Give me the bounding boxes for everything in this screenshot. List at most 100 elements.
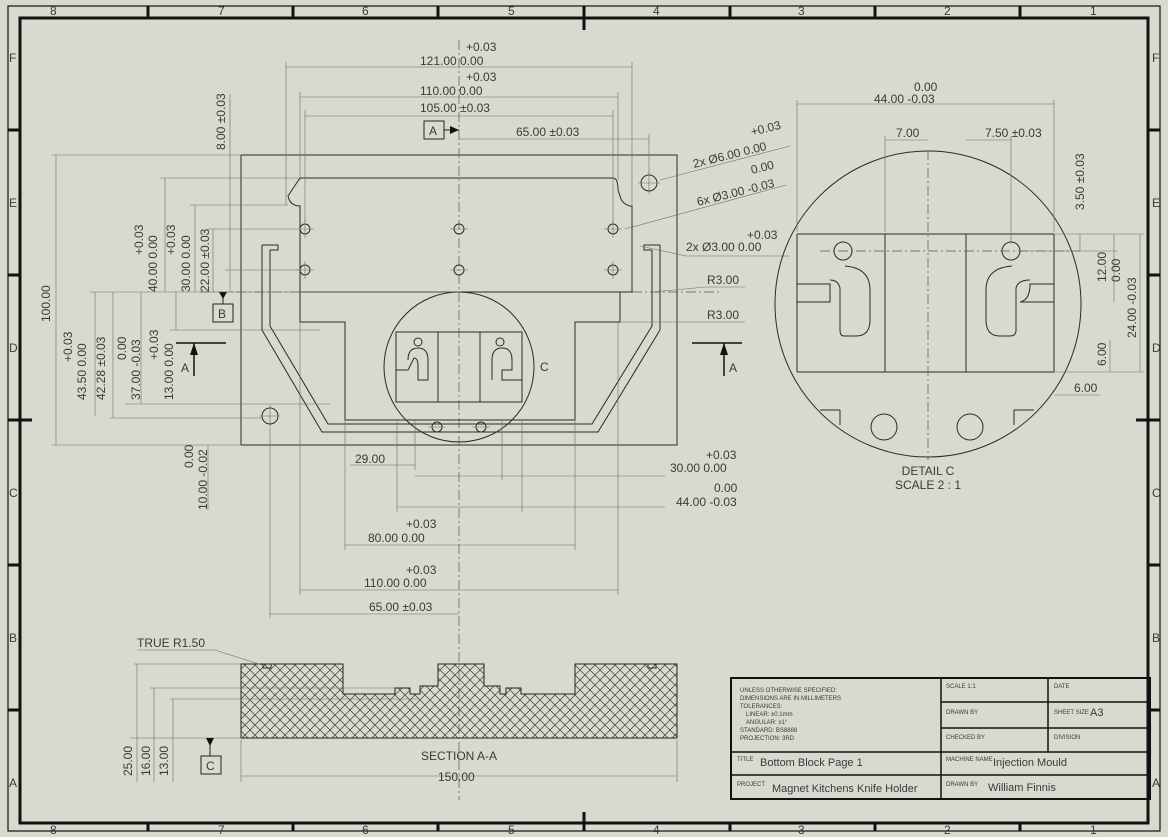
col-label: 8	[50, 4, 57, 18]
section-dim-width: 150.00	[438, 770, 475, 784]
svg-text:0.00: 0.00	[714, 481, 738, 495]
section-title: SECTION A-A	[421, 749, 497, 763]
machine-name: Injection Mould	[993, 757, 1067, 769]
svg-text:16.00: 16.00	[139, 746, 153, 776]
drawing-title: Bottom Block Page 1	[760, 757, 863, 769]
col-label: 4	[653, 4, 660, 18]
svg-text:SHEET SIZE: SHEET SIZE	[1054, 710, 1089, 716]
svg-text:6.00: 6.00	[1095, 342, 1109, 366]
svg-text:10.00 -0.02: 10.00 -0.02	[196, 449, 210, 510]
svg-text:CHECKED BY: CHECKED BY	[946, 735, 985, 741]
svg-text:105.00 ±0.03: 105.00 ±0.03	[420, 101, 490, 115]
row-label: D	[9, 341, 18, 355]
datum-b: B	[212, 292, 234, 323]
top-view: C A A A B	[39, 40, 791, 800]
section-marker-left: A	[176, 342, 226, 376]
svg-text:7.50 ±0.03: 7.50 ±0.03	[985, 126, 1042, 140]
svg-text:A: A	[729, 361, 737, 375]
svg-text:6.00: 6.00	[1074, 381, 1098, 395]
svg-text:65.00 ±0.03: 65.00 ±0.03	[516, 125, 580, 139]
svg-text:0.00: 0.00	[115, 336, 129, 360]
svg-text:65.00 ±0.03: 65.00 ±0.03	[369, 600, 433, 614]
col-label: 2	[944, 823, 951, 837]
svg-text:3.50 ±0.03: 3.50 ±0.03	[1073, 153, 1087, 210]
col-label: 1	[1090, 4, 1097, 18]
svg-text:UNLESS OTHERWISE SPECIFIED:: UNLESS OTHERWISE SPECIFIED:	[740, 688, 837, 694]
svg-text:ANGULAR: ±1°: ANGULAR: ±1°	[746, 720, 788, 726]
svg-text:STANDARD: BS8888: STANDARD: BS8888	[740, 728, 798, 734]
svg-text:42.28 ±0.03: 42.28 ±0.03	[94, 336, 108, 400]
datum-a: A	[423, 120, 459, 140]
svg-text:SCALE 1:1: SCALE 1:1	[946, 684, 976, 690]
row-label: A	[9, 776, 17, 790]
svg-text:7.00: 7.00	[896, 126, 920, 140]
svg-text:+0.03: +0.03	[466, 40, 497, 54]
row-label: F	[1152, 51, 1159, 65]
row-label: D	[1152, 341, 1161, 355]
row-label: C	[9, 486, 18, 500]
svg-text:+0.03: +0.03	[164, 224, 178, 255]
detail-scale: SCALE 2 : 1	[895, 478, 961, 492]
svg-text:R3.00: R3.00	[707, 308, 739, 322]
col-label: 4	[653, 823, 660, 837]
row-label: E	[9, 196, 17, 210]
svg-text:22.00 ±0.03: 22.00 ±0.03	[198, 228, 212, 292]
svg-text:121.00 0.00: 121.00 0.00	[420, 54, 484, 68]
svg-text:DIVISION: DIVISION	[1054, 735, 1080, 741]
svg-text:30.00 0.00: 30.00 0.00	[670, 461, 727, 475]
sheet-border: 8 7 6 5 4 3 2 1 8 7 6 5 4 3 2 1 F E D C …	[7, 4, 1161, 837]
svg-text:0.00: 0.00	[182, 444, 196, 468]
svg-text:R3.00: R3.00	[707, 273, 739, 287]
title-block: UNLESS OTHERWISE SPECIFIED: DIMENSIONS A…	[730, 677, 1151, 800]
svg-text:37.00 -0.03: 37.00 -0.03	[129, 339, 143, 400]
svg-text:110.00 0.00: 110.00 0.00	[364, 576, 427, 590]
svg-text:+0.03: +0.03	[132, 224, 146, 255]
col-label: 7	[218, 4, 225, 18]
svg-text:8.00 ±0.03: 8.00 ±0.03	[214, 93, 228, 150]
svg-text:13.00: 13.00	[157, 746, 171, 776]
svg-text:30.00 0.00: 30.00 0.00	[179, 235, 193, 292]
col-label: 1	[1090, 823, 1097, 837]
project-name: Magnet Kitchens Knife Holder	[772, 783, 918, 795]
svg-text:40.00 0.00: 40.00 0.00	[146, 235, 160, 292]
col-label: 5	[508, 4, 515, 18]
svg-text:B: B	[218, 307, 226, 321]
row-label: A	[1152, 776, 1160, 790]
svg-text:110.00 0.00: 110.00 0.00	[420, 84, 483, 98]
svg-text:C: C	[206, 759, 215, 773]
drawer-name: William Finnis	[988, 782, 1056, 794]
row-label: C	[1152, 486, 1161, 500]
datum-c: C	[200, 738, 222, 775]
svg-text:DIMENSIONS ARE IN MILLIMETERS: DIMENSIONS ARE IN MILLIMETERS	[740, 696, 841, 702]
svg-text:+0.03: +0.03	[466, 70, 497, 84]
svg-text:DRAWN BY: DRAWN BY	[946, 710, 978, 716]
detail-marker: C	[540, 360, 549, 374]
col-label: 2	[944, 4, 951, 18]
col-label: 3	[798, 4, 805, 18]
svg-text:+0.03: +0.03	[147, 329, 161, 360]
col-label: 5	[508, 823, 515, 837]
true-radius-note: TRUE R1.50	[137, 636, 205, 650]
row-label: E	[1152, 196, 1160, 210]
svg-text:2x Ø3.00 0.00: 2x Ø3.00 0.00	[686, 240, 762, 254]
svg-text:80.00 0.00: 80.00 0.00	[368, 531, 425, 545]
row-label: B	[9, 631, 17, 645]
sheet-size: A3	[1090, 707, 1103, 719]
col-label: 6	[362, 823, 369, 837]
svg-text:+0.03: +0.03	[406, 563, 437, 577]
col-label: 3	[798, 823, 805, 837]
svg-text:DATE: DATE	[1054, 684, 1070, 690]
svg-text:0.00: 0.00	[914, 80, 938, 94]
svg-text:MACHINE NAME: MACHINE NAME	[946, 757, 993, 763]
col-label: 8	[50, 823, 57, 837]
svg-text:+0.03: +0.03	[61, 331, 75, 362]
svg-text:+0.03: +0.03	[747, 228, 778, 242]
svg-text:A: A	[181, 361, 189, 375]
svg-text:+0.03: +0.03	[706, 448, 737, 462]
svg-text:PROJECT: PROJECT	[737, 782, 765, 788]
svg-text:DRAWN BY: DRAWN BY	[946, 782, 978, 788]
detail-view-c: 0.00 44.00 -0.03 7.00 7.50 ±0.03 3.50 ±0…	[774, 80, 1144, 492]
col-label: 6	[362, 4, 369, 18]
svg-text:44.00 -0.03: 44.00 -0.03	[874, 92, 935, 106]
col-label: 7	[218, 823, 225, 837]
